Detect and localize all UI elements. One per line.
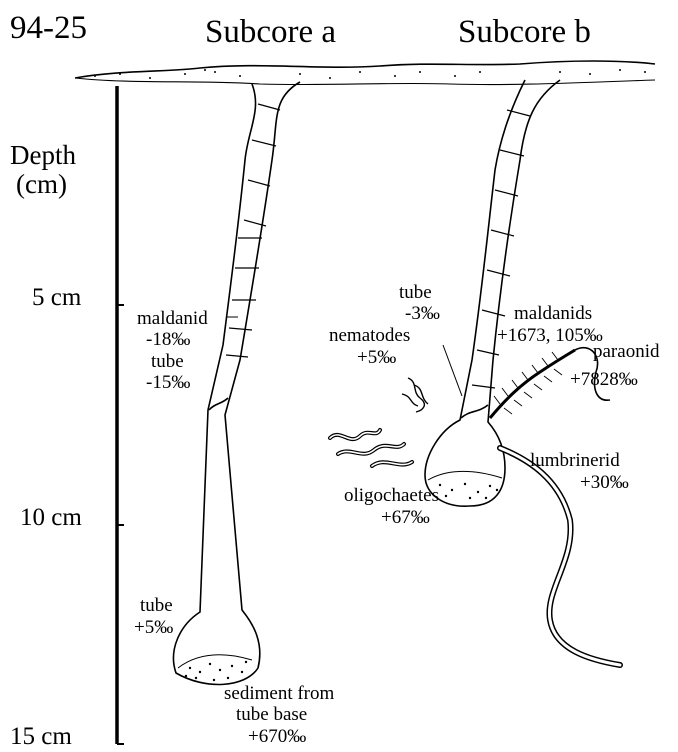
subcore-a-tube [173, 82, 300, 684]
tick-label-5cm: 5 cm [32, 284, 82, 311]
value-nematodes: +5‰ [357, 347, 396, 368]
value-lumbrinerid: +30‰ [580, 472, 629, 493]
oligochaetes-illustration [330, 430, 412, 466]
label-tube-a-lower: tube [140, 595, 173, 616]
value-tube-a-upper: -15‰ [146, 372, 190, 393]
label-oligochaetes: oligochaetes [344, 485, 439, 506]
label-tube-b: tube [399, 282, 432, 303]
label-lumbrinerid: lumbrinerid [530, 450, 620, 471]
nematodes-illustration [402, 378, 428, 412]
label-tube-a-upper: tube [151, 351, 184, 372]
value-tube-b: -3‰ [405, 303, 440, 324]
value-oligochaetes: +67‰ [381, 507, 430, 528]
label-maldanids: maldanids [514, 303, 592, 324]
depth-axis [117, 86, 124, 744]
depth-axis-unit: (cm) [16, 169, 67, 199]
label-sediment-line2: tube base [236, 704, 307, 725]
depth-axis-title: Depth [10, 140, 76, 170]
subcore-b-title: Subcore b [458, 14, 591, 50]
tick-label-10cm: 10 cm [20, 504, 82, 531]
value-paraonid: +7828‰ [570, 369, 638, 390]
sediment-surface [75, 61, 655, 85]
value-sediment: +670‰ [248, 726, 306, 747]
label-sediment-line1: sediment from [224, 683, 335, 704]
value-maldanid: -18‰ [146, 329, 190, 350]
value-tube-a-lower: +5‰ [134, 617, 173, 638]
value-maldanids: +1673, 105‰ [497, 325, 603, 346]
tick-label-15cm: 15 cm [10, 723, 72, 750]
core-id: 94-25 [10, 10, 87, 46]
label-nematodes: nematodes [329, 325, 410, 346]
subcore-b-tube [425, 80, 560, 506]
label-maldanid: maldanid [137, 308, 208, 329]
subcore-a-title: Subcore a [205, 14, 336, 50]
label-paraonid: paraonid [593, 341, 660, 362]
